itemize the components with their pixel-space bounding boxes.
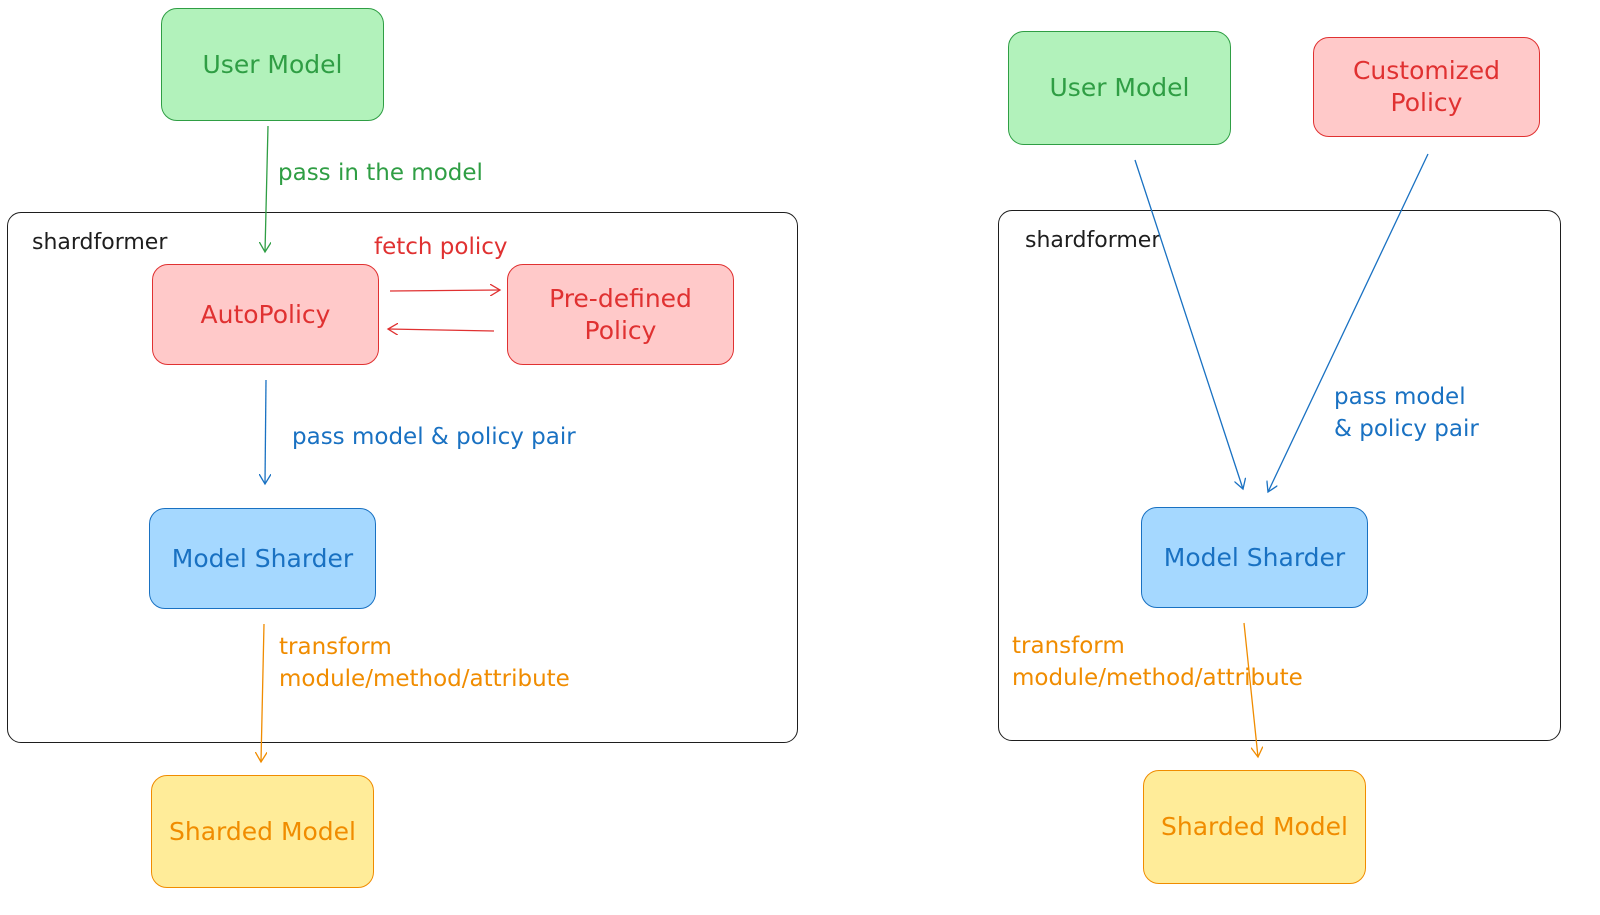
autopolicy-node: AutoPolicy — [152, 264, 379, 365]
edge-label-transform-right: transform module/method/attribute — [1012, 633, 1303, 691]
arrow-user-to-autopolicy — [265, 125, 268, 252]
user-model-node-left: User Model — [161, 8, 384, 121]
edge-label-fetch-policy: fetch policy — [374, 234, 508, 260]
customized-policy-node: Customized Policy — [1313, 37, 1540, 137]
arrow-autopolicy-to-predefined — [389, 290, 500, 291]
edge-label-transform-left: transform module/method/attribute — [279, 634, 570, 692]
arrow-user-to-sharder-right — [1134, 159, 1243, 489]
shardformer-container-left — [7, 212, 798, 743]
shardformer-label-left: shardformer — [32, 230, 168, 255]
arrow-sharder-to-sharded — [261, 623, 264, 762]
sharded-model-node-right: Sharded Model — [1143, 770, 1366, 884]
user-model-node-right: User Model — [1008, 31, 1231, 145]
model-sharder-node-right: Model Sharder — [1141, 507, 1368, 608]
arrow-policy-to-sharder-right — [1268, 153, 1429, 492]
edge-label-pass-model-policy-pair: pass model & policy pair — [292, 424, 576, 450]
shardformer-label-right: shardformer — [1025, 228, 1161, 253]
sharded-model-node-left: Sharded Model — [151, 775, 374, 888]
model-sharder-node-left: Model Sharder — [149, 508, 376, 609]
edge-label-pass-model-policy-pair-right: pass model & policy pair — [1334, 384, 1479, 442]
arrow-predefined-to-autopolicy — [388, 329, 495, 331]
shardformer-container-right — [998, 210, 1561, 741]
arrow-autopolicy-to-sharder — [265, 379, 266, 484]
arrow-sharder-to-sharded-right — [1243, 622, 1258, 757]
predefined-policy-node: Pre-defined Policy — [507, 264, 734, 365]
edge-label-pass-in-model: pass in the model — [278, 160, 483, 186]
